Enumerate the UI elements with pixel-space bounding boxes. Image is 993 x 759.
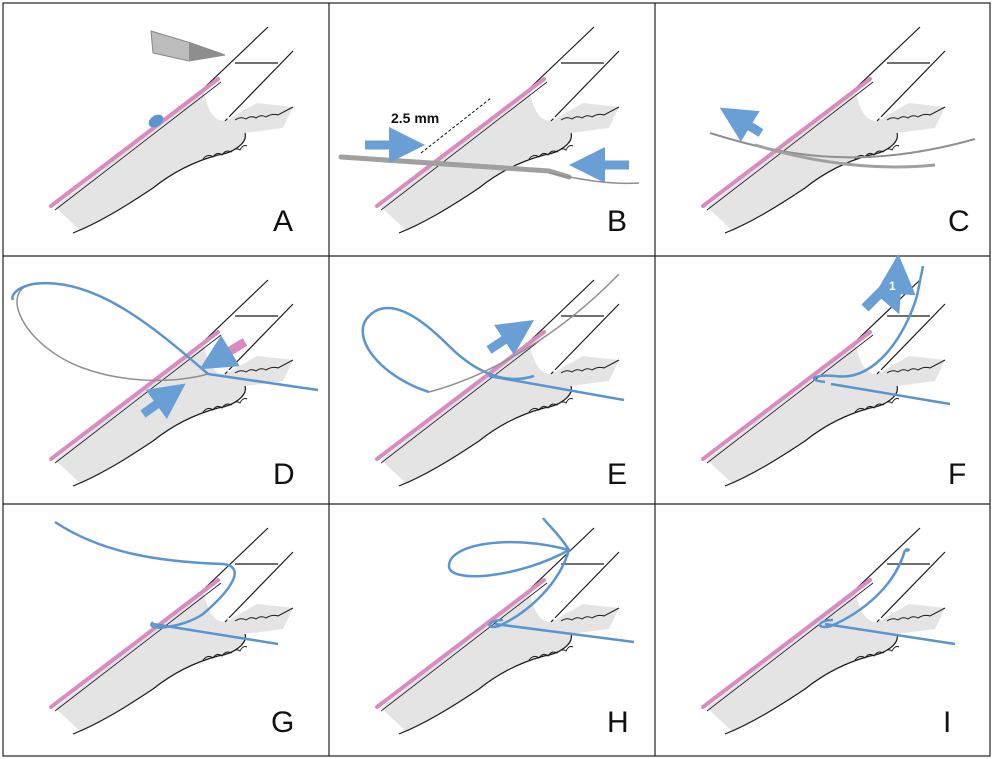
panel-letter: F <box>948 458 966 491</box>
panel-letter: D <box>273 458 295 491</box>
suture-loop <box>447 517 571 578</box>
panel-letter: I <box>943 706 951 739</box>
tissue-illustration <box>49 25 295 235</box>
tissue-illustration <box>701 25 947 235</box>
panel-f: 1 2 F <box>701 254 966 491</box>
step-arrow <box>861 254 916 315</box>
suture-tail <box>494 622 635 644</box>
marker-dot <box>148 114 164 128</box>
suture-tail <box>824 622 956 646</box>
suture-knot <box>818 549 907 629</box>
panel-letter: G <box>271 706 294 739</box>
step-label-1: 1 <box>889 279 896 293</box>
pull-arrow <box>719 107 764 142</box>
measurement-label: 2.5 mm <box>391 110 439 126</box>
tissue-illustration <box>49 278 295 488</box>
tissue-illustration <box>49 526 295 736</box>
suture-tail <box>488 374 625 402</box>
panel-letter: E <box>607 458 627 491</box>
suture-loop <box>361 306 535 394</box>
pen-tip-icon <box>150 30 226 62</box>
panel-b: 2.5 mm B <box>338 25 640 238</box>
step-arrows: 1 2 <box>853 254 916 315</box>
panel-letter: H <box>607 706 629 739</box>
suture-tail <box>830 382 951 406</box>
panel-letter: C <box>948 205 970 238</box>
needle <box>754 143 936 169</box>
blue-arrow <box>486 320 534 355</box>
tissue-illustration <box>375 526 621 736</box>
tissue-illustration <box>701 526 947 736</box>
blue-arrow <box>140 383 186 420</box>
panel-letter: A <box>273 205 293 238</box>
pink-arrow <box>199 335 248 370</box>
panel-e: E <box>361 273 627 491</box>
suture-loop <box>11 281 209 375</box>
panel-c: C <box>701 25 976 238</box>
tissue-illustration <box>375 278 621 488</box>
panel-h: H <box>375 517 635 739</box>
suture-loop <box>812 265 925 384</box>
panel-g: G <box>49 520 295 739</box>
panel-a: A <box>49 25 295 238</box>
suture-tail <box>152 622 279 646</box>
suture-loop <box>54 520 236 629</box>
step-label-2: 2 <box>853 299 860 313</box>
panel-letter: B <box>607 205 627 238</box>
suture-tail <box>207 372 319 392</box>
panel-d: D <box>11 278 319 491</box>
tissue-illustration <box>375 25 621 235</box>
panel-i: I <box>701 526 956 739</box>
knot-tip <box>904 548 910 552</box>
